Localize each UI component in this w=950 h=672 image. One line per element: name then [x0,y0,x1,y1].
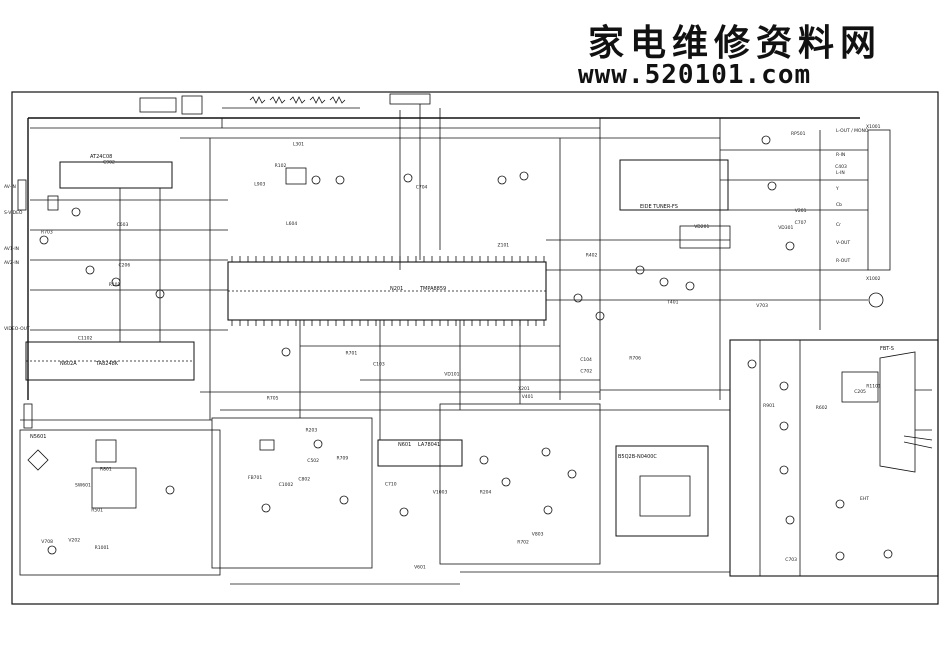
schematic-labels: TMPA8859 N201 N601 LA78041 AT24C08 TA824… [30,154,894,460]
component-label: X201 [518,386,530,392]
connector-label: L-IN [836,170,845,176]
component-label: R101 [109,282,121,288]
component-label: C104 [580,357,592,363]
component-label: C703 [785,557,797,563]
component-label: C1102 [78,335,93,341]
connector-label: R-OUT [836,258,851,264]
connector-label: R-IN [836,152,845,158]
component-label: R703 [41,230,53,236]
component-label: V703 [756,303,768,309]
connector-label: AV1-IN [4,246,19,252]
component-label: V601 [414,565,426,571]
component-label: SW601 [75,483,91,489]
component-label: L604 [286,221,297,227]
component-label: R602 [816,405,828,411]
component-label: R1101 [866,384,881,390]
connector-label: S-VIDEO [4,210,23,216]
component-label: V1003 [433,490,448,496]
connector-label: Cb [836,202,842,208]
component-label: R204 [480,490,492,496]
main-ic-ref: N201 [390,286,403,292]
component-label: R801 [100,467,112,473]
connector-label: X1002 [866,276,881,282]
component-label: RP501 [791,131,806,137]
component-label: V201 [795,208,807,214]
component-label: L903 [254,181,265,187]
component-label: C403 [835,164,847,170]
connector-label: AV-IN [4,184,16,190]
component-label: C205 [854,389,866,395]
component-label: R705 [267,395,279,401]
component-label: R102 [275,163,287,169]
audio-ic-ref: N601 [398,442,411,448]
component-label: V401 [522,394,534,400]
component-label: R402 [586,253,598,259]
component-label: VD301 [778,225,793,231]
main-ic-label: TMPA8859 [419,286,446,292]
component-label: Z101 [498,243,510,249]
component-label: R701 [346,351,358,357]
connector-label: EHT [860,496,869,502]
component-label: L301 [293,142,304,148]
component-label: T401 [666,300,678,306]
component-label: R501 [91,508,103,514]
connector-labels: AV-IN S-VIDEO L-OUT / MONO R-IN L-IN Y CbCrV-O… [4,124,881,502]
component-label: R1001 [95,545,110,551]
left-ic-ref: N5601 [30,434,46,440]
component-label: V708 [41,539,53,545]
component-label: C704 [416,185,428,191]
connector-label: L-OUT / MONO [836,128,869,134]
connector-label: Y [835,186,839,192]
component-label: C702 [580,368,592,374]
component-label: V202 [68,538,80,544]
component-label: C603 [117,222,129,228]
watermark-title: 家电维修资料网 [588,22,883,64]
component-label: R901 [763,403,775,409]
tuner-label: EIDE TUNER-FS [640,204,678,210]
power-block-label: B5Q2B-N0400C [618,454,657,460]
component-label: C802 [298,476,310,482]
component-label: C710 [385,481,397,487]
watermark-url: www.520101.com [578,60,812,90]
eeprom-label: AT24C08 [90,154,112,160]
connector-label: AV2-IN [4,260,19,266]
connector-label: V-OUT [836,240,850,246]
component-label: C502 [307,458,319,464]
component-label: VD201 [694,224,709,230]
flyback-label: FBT-S [880,346,894,352]
audio-ic-label: LA78041 [418,442,440,448]
connector-label: Cr [836,222,841,228]
component-label: R709 [337,456,349,462]
component-label: VD101 [444,371,459,377]
component-label: C707 [795,220,807,226]
component-label: R706 [629,355,641,361]
component-label: C902 [103,159,115,165]
connector-label: VIDEO-OUT [4,326,30,332]
component-label: R702 [517,540,529,546]
mid-left-ic-ref: N602A [60,361,77,367]
component-label: C1002 [279,482,294,488]
component-label: C103 [373,361,385,367]
component-label: R203 [306,428,318,434]
component-label: C206 [119,263,131,269]
connector-label: X1001 [866,124,881,130]
mid-left-ic-label: TA8248K [95,361,119,367]
component-label: FB701 [248,475,262,481]
component-label: V803 [532,531,544,537]
